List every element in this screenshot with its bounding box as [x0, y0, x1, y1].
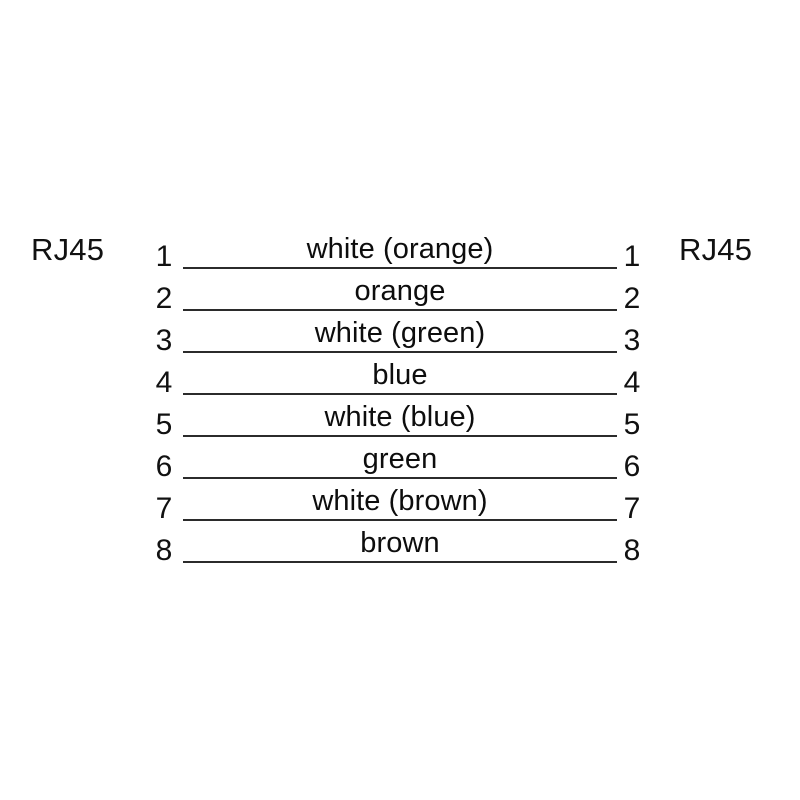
wire-label: brown — [360, 527, 440, 559]
wire-line — [183, 477, 617, 479]
wire-label: white (blue) — [324, 401, 476, 433]
right-pin-number: 8 — [623, 534, 641, 567]
wire-label: white (orange) — [306, 233, 494, 265]
wire-line — [183, 393, 617, 395]
left-pin-number: 6 — [155, 450, 173, 483]
left-pin-number: 1 — [155, 240, 173, 273]
wire-line — [183, 435, 617, 437]
wire-line — [183, 519, 617, 521]
right-pin-number: 4 — [623, 366, 641, 399]
right-pin-number: 2 — [623, 282, 641, 315]
wire-line — [183, 351, 617, 353]
right-pin-number: 3 — [623, 324, 641, 357]
right-connector-label: RJ45 — [679, 232, 753, 267]
right-pin-number: 6 — [623, 450, 641, 483]
right-pin-number: 7 — [623, 492, 641, 525]
wire-label: white (green) — [314, 317, 486, 349]
left-pin-number: 2 — [155, 282, 173, 315]
wire-line — [183, 267, 617, 269]
left-connector-label: RJ45 — [31, 232, 105, 267]
left-pin-number: 8 — [155, 534, 173, 567]
wire-label: orange — [354, 275, 446, 307]
left-pin-number: 7 — [155, 492, 173, 525]
right-pin-number: 5 — [623, 408, 641, 441]
right-pin-number: 1 — [623, 240, 641, 273]
wire-line — [183, 309, 617, 311]
left-pin-number: 4 — [155, 366, 173, 399]
wire-label: green — [362, 443, 438, 475]
wire-label: blue — [372, 359, 428, 391]
left-pin-number: 3 — [155, 324, 173, 357]
wire-line — [183, 561, 617, 563]
left-pin-number: 5 — [155, 408, 173, 441]
wire-label: white (brown) — [312, 485, 488, 517]
